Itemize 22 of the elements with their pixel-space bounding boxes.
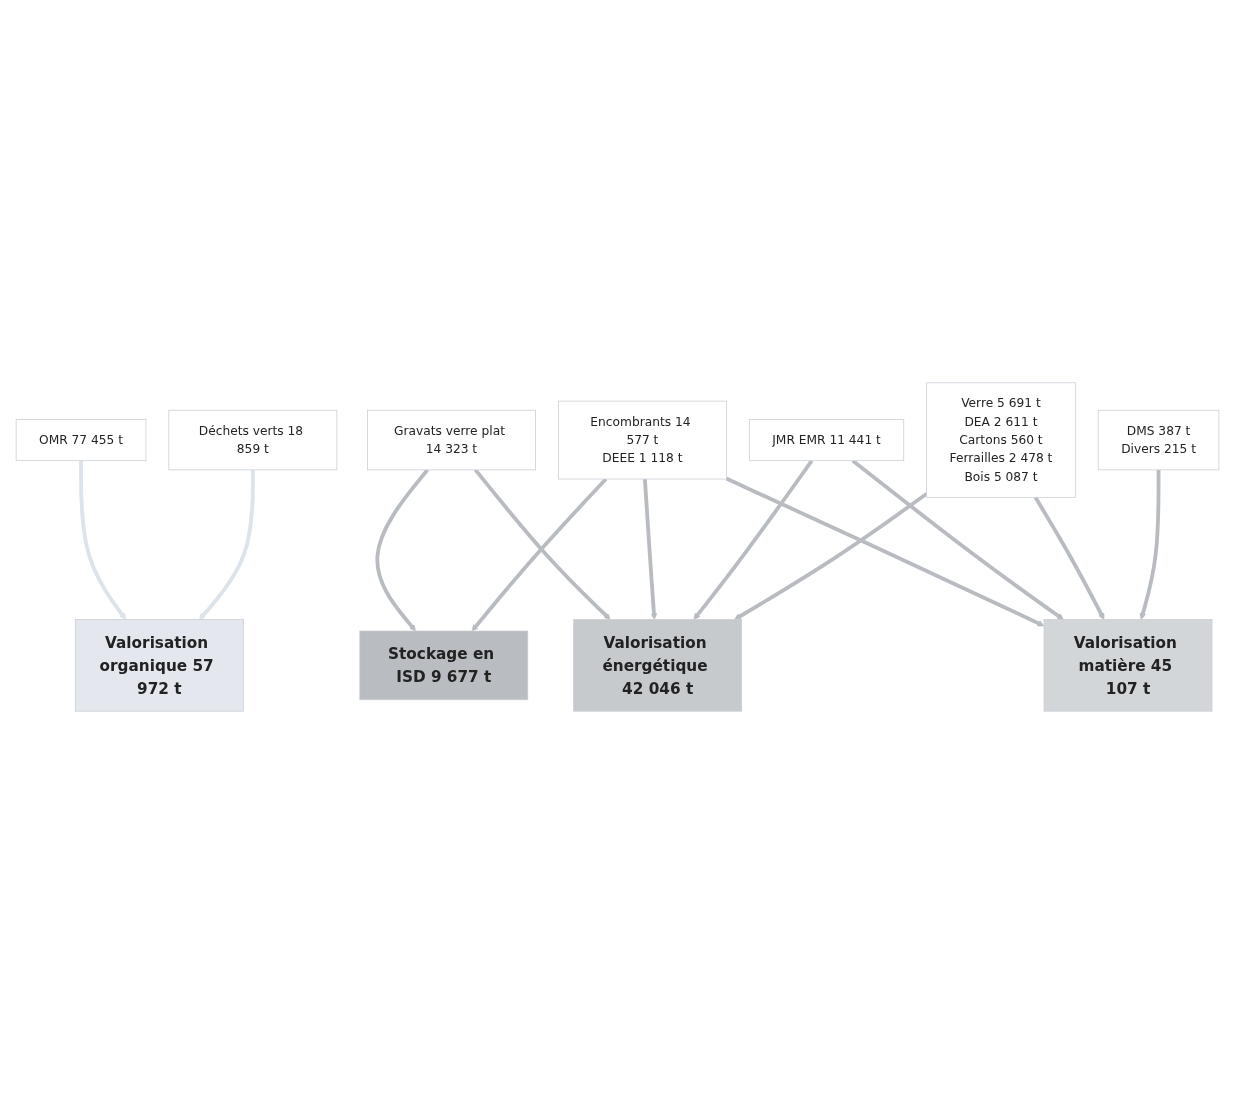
arrow: [473, 468, 611, 620]
arrow: [851, 459, 1064, 620]
arrow: [375, 468, 429, 632]
node-box: Stockage en ISD 9 677 t: [359, 630, 529, 701]
arrow: [199, 469, 255, 620]
arrow: [1033, 496, 1105, 620]
node-box: Déchets verts 18 859 t: [168, 409, 338, 471]
arrow: [725, 476, 1045, 627]
node-box: Gravats verre plat 14 323 t: [367, 409, 536, 471]
node-box: Encombrants 14 577 t DEEE 1 118 t: [558, 400, 727, 480]
node-box: DMS 387 t Divers 215 t: [1097, 409, 1220, 471]
arrow: [734, 492, 928, 620]
arrow: [79, 460, 127, 620]
arrow: [643, 478, 658, 620]
node-box: Valorisation organique 57 972 t: [74, 619, 244, 712]
node-box: Valorisation matière 45 107 t: [1043, 619, 1213, 712]
node-box: OMR 77 455 t: [15, 419, 147, 462]
arrow: [693, 459, 814, 620]
node-box: Verre 5 691 t DEA 2 611 t Cartons 560 t Ferrailles 2 478 t Bois 5 087 t: [926, 382, 1076, 498]
node-box: Valorisation énergétique 42 046 t: [573, 619, 743, 712]
arrow: [1139, 469, 1161, 620]
node-box: JMR EMR 11 441 t: [748, 419, 905, 462]
